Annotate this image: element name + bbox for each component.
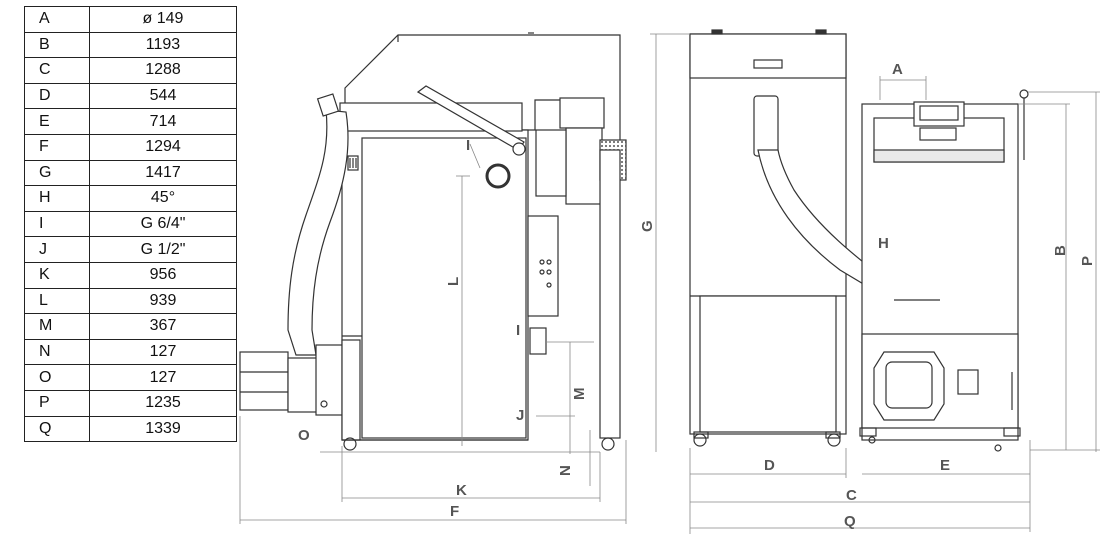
rear-view (859, 89, 1029, 452)
flue-outlet (485, 163, 511, 189)
label-g: G (639, 220, 656, 232)
label-m: M (571, 388, 588, 401)
dimension-value: 544 (89, 82, 237, 110)
rear-view-dimensions (862, 76, 1100, 475)
dimension-key: M (24, 313, 90, 340)
label-d: D (764, 457, 775, 474)
dimension-value: 939 (89, 287, 237, 315)
label-p: P (1079, 256, 1096, 266)
label-i-top: I (466, 137, 470, 154)
label-a: A (892, 61, 903, 78)
front-view-dimensions (650, 33, 1031, 534)
label-q: Q (844, 513, 856, 530)
label-f: F (450, 503, 459, 520)
label-n: N (557, 465, 574, 476)
label-h: H (878, 235, 889, 252)
dimension-value: 1294 (89, 133, 237, 161)
dimension-value: 1417 (89, 159, 237, 187)
label-b: B (1052, 245, 1069, 256)
dimension-value: 1235 (89, 389, 237, 417)
label-j: J (516, 407, 524, 424)
label-c: C (846, 487, 857, 504)
dimension-value: 127 (89, 364, 237, 391)
dimension-labels: A B C D E F G H I I J K L M N O P Q (298, 61, 1096, 530)
auger-tube (287, 109, 349, 356)
label-i-side: I (516, 322, 520, 339)
label-l: L (445, 277, 462, 286)
dimension-key: D (24, 82, 90, 110)
dimension-value: 1339 (89, 415, 237, 443)
dimension-key: Q (24, 415, 90, 443)
label-o: O (298, 427, 310, 444)
side-view-dimensions (239, 143, 627, 524)
dimension-value: 367 (89, 313, 237, 340)
cleaning-lever (416, 85, 525, 151)
dimension-value: 45° (89, 185, 237, 212)
dimension-value: 127 (89, 338, 237, 366)
dimension-key: F (24, 133, 90, 161)
dimension-key: E (24, 108, 90, 135)
dimension-value: 1288 (89, 57, 237, 84)
burner (239, 351, 289, 411)
label-k: K (456, 482, 467, 499)
label-e: E (940, 457, 950, 474)
fan-motor (559, 97, 605, 129)
side-view (239, 32, 627, 451)
